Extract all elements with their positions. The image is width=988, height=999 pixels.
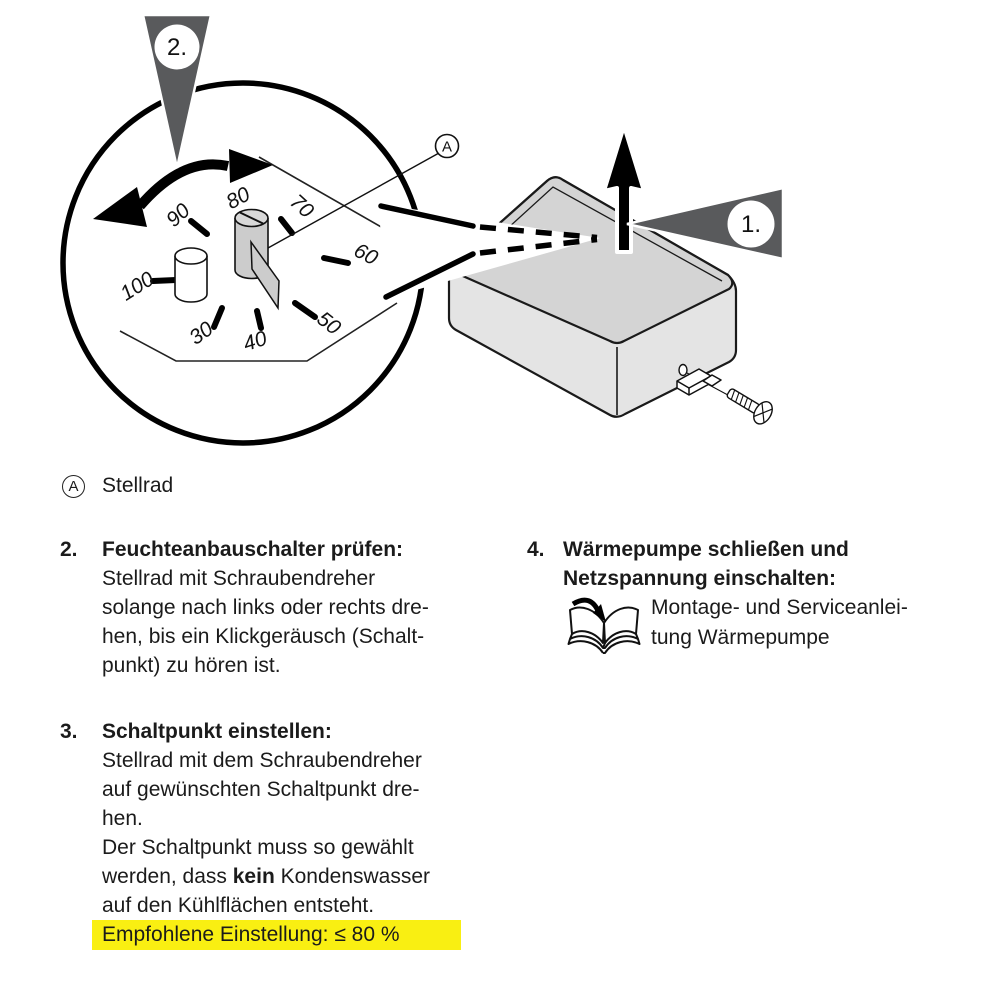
highlight-line: Empfohlene Einstellung: ≤ 80 % xyxy=(92,920,525,950)
dial-tick-50 xyxy=(292,300,318,320)
screw-icon xyxy=(726,388,773,425)
step-2: 2. Feuchteanbauschalter prüfen: Stellrad… xyxy=(60,535,525,680)
step-heading: Feuchteanbauschalter prüfen: xyxy=(102,538,404,561)
legend-row: A Stellrad xyxy=(62,474,173,498)
step-line: Stellrad mit Schraubendreher xyxy=(102,567,376,590)
step-line: solange nach links oder rechts dre- xyxy=(102,596,429,619)
up-arrow-icon xyxy=(602,124,646,254)
dial-tick-40 xyxy=(254,308,264,331)
step-number: 2. xyxy=(60,538,78,561)
step-number: 3. xyxy=(60,720,78,743)
figure-illustration: 30 40 50 60 70 80 90 100 xyxy=(60,13,785,446)
dial-ticks xyxy=(150,216,351,331)
step2-badge xyxy=(154,24,200,70)
dial-tick-70 xyxy=(278,216,295,236)
screw-hole xyxy=(678,363,688,377)
step-heading: Netzspannung einschalten: xyxy=(563,567,837,590)
slot-line xyxy=(239,211,264,225)
rotation-arrow-icon xyxy=(93,149,273,227)
step-line: auf den Kühlflächen entsteht. xyxy=(102,894,375,917)
legend-label: Stellrad xyxy=(102,474,174,497)
part-marker-a-label: A xyxy=(442,139,452,156)
manual-book-icon xyxy=(563,593,645,671)
step-number: 4. xyxy=(527,538,545,561)
highlighted-recommendation: Empfohlene Einstellung: ≤ 80 % xyxy=(92,920,461,950)
manual-reference-text: Montage- und Serviceanlei- tung Wärmepum… xyxy=(651,596,908,649)
mounting-plate-edge xyxy=(258,156,398,237)
step2-pointer: 2. xyxy=(141,13,213,169)
step-line: Stellrad mit dem Schraubendreher xyxy=(102,749,422,772)
mounting-tab xyxy=(676,368,722,396)
dial-tick-100 xyxy=(150,277,179,284)
step-line: werden, dass kein Kondenswasser xyxy=(102,865,431,888)
dial-tick-60 xyxy=(321,255,351,266)
mounting-plate-outline xyxy=(119,302,398,362)
mounting-hardware xyxy=(676,363,773,425)
left-column: 2. Feuchteanbauschalter prüfen: Stellrad… xyxy=(60,535,525,950)
step1-badge xyxy=(727,200,775,248)
callout-leader-lines xyxy=(378,203,598,300)
step2-badge-label: 2. xyxy=(167,34,187,61)
step1-pointer: 1. xyxy=(626,186,785,261)
right-column: 4. Wärmepumpe schließen und Netzspannung… xyxy=(527,535,982,671)
dial-tick-30 xyxy=(211,305,225,330)
stellrad-dial xyxy=(234,208,280,311)
step1-badge-label: 1. xyxy=(741,211,761,238)
step-line: Der Schaltpunkt muss so gewählt xyxy=(102,836,414,859)
step-line: hen, bis ein Klickgeräusch (Schalt- xyxy=(102,625,425,648)
step-line: auf gewünschten Schaltpunkt dre- xyxy=(102,778,420,801)
step-3: 3. Schaltpunkt einstellen: Stellrad mit … xyxy=(60,717,525,950)
emphasis-word: kein xyxy=(232,865,275,888)
step-heading: Wärmepumpe schließen und xyxy=(563,538,849,561)
screwdriver-blade xyxy=(250,239,280,311)
manual-reference: Montage- und Serviceanlei- tung Wärmepum… xyxy=(563,593,982,671)
dial-tick-90 xyxy=(188,218,210,237)
legend-marker-a: A xyxy=(62,474,85,498)
step-heading: Schaltpunkt einstellen: xyxy=(102,720,332,743)
step-line: hen. xyxy=(102,807,143,830)
fixed-post xyxy=(174,247,208,303)
step-4: 4. Wärmepumpe schließen und Netzspannung… xyxy=(527,535,982,671)
step-line: punkt) zu hören ist. xyxy=(102,654,281,677)
part-marker-a: A xyxy=(267,133,460,249)
